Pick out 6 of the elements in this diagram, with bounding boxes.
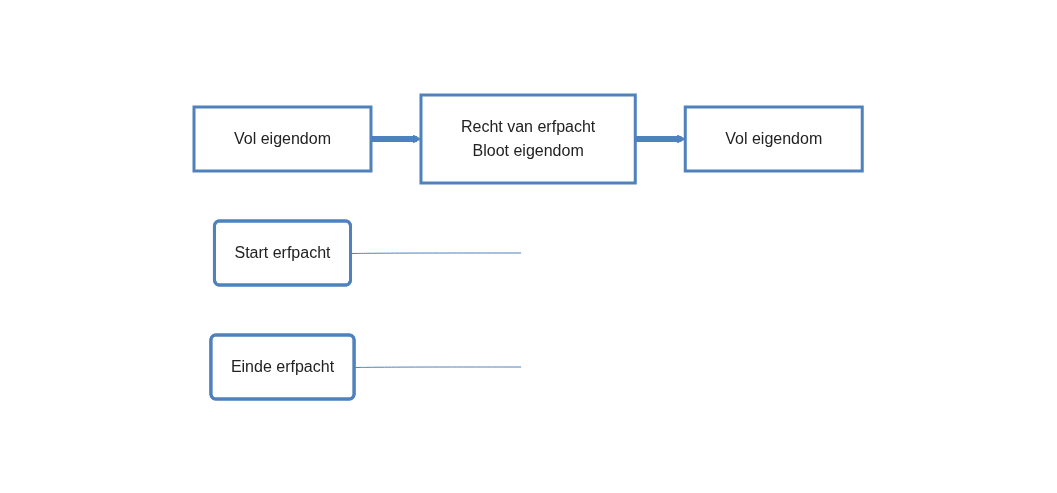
connector: [350, 252, 522, 254]
arrow: [371, 134, 422, 143]
node-box: Vol eigendom: [192, 105, 373, 172]
connector: [354, 366, 522, 368]
node-box: Vol eigendom: [684, 105, 865, 172]
node-box: Recht van erfpacht Bloot eigendom: [419, 93, 638, 184]
